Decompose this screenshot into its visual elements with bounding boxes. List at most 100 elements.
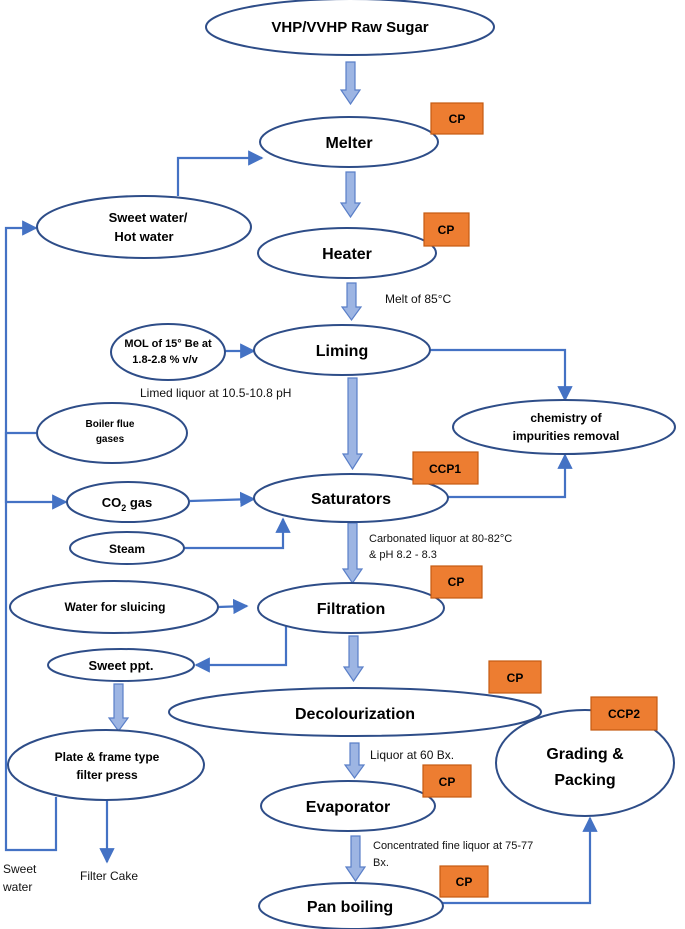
label-sweet-ppt: Sweet ppt. [88,658,153,673]
node-saturators [253,473,449,523]
node-water-sluicing [9,580,219,634]
annotation-concentrated-line2: Bx. [373,857,389,869]
annotation-concentrated-line1: Concentrated fine liquor at 75-77 [373,840,533,852]
label-chemistry-line1: chemistry of [530,411,602,425]
annotation-melt-85: Melt of 85°C [385,292,451,306]
cp-label-saturators: CCP1 [429,462,461,476]
label-pan-boiling: Pan boiling [307,899,393,916]
label-steam: Steam [109,542,145,556]
label-grading-line2: Packing [554,772,615,789]
control-points: CP CP CCP1 CP CP CCP2 CP CP [412,102,658,898]
cp-box-decolourization [488,660,542,694]
label-co2-main: CO [102,495,122,510]
cp-label-heater: CP [438,223,455,237]
cp-label-filtration: CP [448,575,465,589]
node-filtration [257,582,445,634]
cp-box-grading [590,696,658,731]
node-raw-sugar [205,0,495,56]
block-arrow-sweetppt-filterpress [107,683,130,733]
node-decolourization [168,687,542,737]
annotation-filter-cake: Filter Cake [80,869,138,883]
connector-sluicing-filtration [217,598,249,615]
label-liming: Liming [316,343,368,360]
label-mol-line2: 1.8-2.8 % v/v [132,354,198,366]
label-sweet-water-line2: Hot water [114,229,173,244]
cp-box-pan-boiling [439,865,489,898]
node-grading-packing [495,709,675,817]
node-pan-boiling [258,882,444,929]
node-chemistry [452,399,676,455]
cp-label-melter: CP [449,112,466,126]
label-mol-line1: MOL of 15° Be at [124,338,212,350]
block-arrow-decolourization-evaporator [343,742,366,780]
node-heater [257,227,437,279]
node-evaporator [260,780,436,832]
block-arrows [107,61,367,883]
block-arrow-rawsugar-melter [339,61,362,106]
node-labels: VHP/VVHP Raw Sugar Melter Sweet water/ H… [55,19,624,916]
connector-liming-chemistry [430,348,573,402]
cp-box-filtration [430,565,483,599]
connector-co2-saturators [189,491,256,508]
label-raw-sugar: VHP/VVHP Raw Sugar [271,19,428,36]
block-arrow-evaporator-panboiling [344,835,367,883]
label-co2-gas: CO2 gas [102,495,153,513]
connector-panboiling-grading [442,816,598,905]
label-water-sluicing: Water for sluicing [65,600,166,614]
cp-label-grading: CCP2 [608,707,640,721]
label-sweet-water-line1: Sweet water/ [109,210,188,225]
annotations: Melt of 85°C Limed liquor at 10.5-10.8 p… [2,292,533,894]
cp-label-evaporator: CP [439,775,456,789]
node-boiler-flue [36,402,188,464]
label-heater: Heater [322,246,372,263]
annotation-carbonated-line2: & pH 8.2 - 8.3 [369,549,437,561]
label-co2-subscript: 2 [121,503,126,513]
label-chemistry-line2: impurities removal [513,429,620,443]
label-co2-tail: gas [126,495,152,510]
cp-box-evaporator [422,764,472,798]
node-plate-frame [7,729,205,801]
annotation-limed-liquor: Limed liquor at 10.5-10.8 pH [140,386,291,400]
node-melter [259,116,439,168]
label-boiler-flue-line2: gases [96,434,125,445]
block-arrow-melter-heater [339,171,362,219]
connector-sweetwater-melter [176,150,264,196]
block-arrow-saturators-filtration [341,522,364,585]
block-arrow-heater-liming [340,282,363,322]
label-evaporator: Evaporator [306,799,390,816]
label-plate-frame-line1: Plate & frame type [55,750,160,764]
process-nodes [7,0,676,929]
node-co2-gas [66,481,190,523]
node-sweet-water [36,195,252,259]
connector-steam-saturators [184,517,291,550]
connector-sweetwater-return [4,220,58,852]
connector-filtration-sweetppt [194,625,288,673]
label-boiler-flue-line1: Boiler flue [86,419,135,430]
connector-boiler-co2 [4,431,68,510]
annotation-liquor-60: Liquor at 60 Bx. [370,748,454,762]
cp-label-pan-boiling: CP [456,875,473,889]
node-steam [69,531,185,565]
annotation-sweet-water-line2: water [2,880,32,894]
label-saturators: Saturators [311,491,391,508]
node-mol [110,323,226,381]
label-plate-frame-line2: filter press [76,768,138,782]
connectors [4,150,598,905]
node-sweet-ppt [47,648,195,682]
annotation-carbonated-line1: Carbonated liquor at 80-82°C [369,533,512,545]
connector-saturators-chemistry [448,453,573,499]
cp-label-decolourization: CP [507,671,524,685]
label-decolourization: Decolourization [295,706,415,723]
label-melter: Melter [325,135,372,152]
block-arrow-filtration-decolourization [342,635,365,683]
cp-box-melter [430,102,484,135]
cp-box-heater [423,212,470,247]
label-filtration: Filtration [317,601,385,618]
block-arrow-liming-saturators [341,377,364,471]
annotation-sweet-water-line1: Sweet [3,862,37,876]
cp-box-saturators [412,451,479,485]
node-liming [253,324,431,376]
label-grading-line1: Grading & [546,746,624,763]
